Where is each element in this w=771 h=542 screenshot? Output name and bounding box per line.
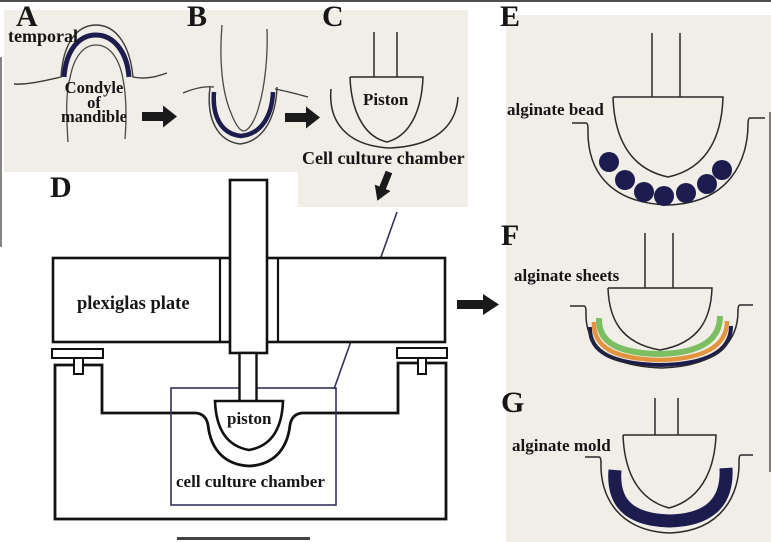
right-surface-line: [274, 88, 309, 98]
arrow-right-icon: [285, 106, 320, 129]
chamber-label-c: Cell culture chamber: [302, 148, 465, 168]
piston-label-d: piston: [227, 409, 272, 428]
panel-b-drawing: [182, 24, 309, 145]
piston-shaft-lines: [373, 32, 398, 77]
condyle-outline: [220, 24, 268, 132]
alginate-bead: [712, 160, 732, 180]
panel-letter-g: G: [501, 386, 525, 419]
arrow-right-icon: [142, 105, 177, 128]
alginate-bead-label: alginate bead: [507, 100, 604, 119]
left-clamp-pin: [73, 357, 84, 375]
top-border-artifact: [0, 0, 771, 2]
piston-label-c: Piston: [363, 90, 409, 109]
alginate-sheet-orange: [591, 320, 730, 363]
piston-shaft-lines: [654, 398, 679, 435]
condyle-outline: [66, 44, 127, 143]
panel-letter-d: D: [50, 171, 72, 204]
right-clamp-bar: [396, 347, 448, 359]
left-border-artifact: [0, 57, 2, 247]
panel-a-drawing: [13, 24, 168, 143]
panel-f-drawing: [570, 233, 753, 369]
right-clamp-pin: [417, 357, 427, 375]
base-container-outline: [53, 361, 448, 521]
alginate-bead: [615, 170, 635, 190]
piston-dome: [349, 76, 424, 143]
condyle-label-line3: mandible: [60, 107, 128, 126]
alginate-sheet-navy: [587, 325, 733, 368]
plate-slot-lines: [218, 258, 280, 342]
alginate-mold-band: [608, 467, 733, 528]
piston-shaft-lines: [644, 233, 674, 288]
condyle-label: Condyle of mandible: [56, 78, 132, 126]
condyle-label-line2: of: [87, 92, 101, 112]
left-surface-line: [182, 86, 215, 94]
piston-dome: [612, 96, 724, 178]
piston-dome: [213, 399, 285, 452]
main-shaft: [228, 178, 269, 355]
alginate-bead: [676, 183, 696, 203]
cartilage-band: [211, 91, 276, 139]
alginate-mold-label: alginate mold: [512, 436, 611, 455]
panel-letter-c: C: [322, 0, 344, 33]
condyle-label-line1: Condyle: [64, 78, 124, 97]
alginate-bead: [697, 174, 717, 194]
piston-shaft-lines: [651, 33, 681, 97]
arrow-shape: [374, 170, 393, 201]
chamber-bowl: [329, 88, 459, 149]
plexiglas-plate-label: plexiglas plate: [77, 294, 190, 314]
panel-letter-f: F: [501, 219, 520, 252]
alginate-sheets-label: alginate sheets: [514, 266, 620, 285]
alginate-bead: [654, 186, 674, 206]
temporal-bone-outline: [13, 24, 168, 85]
panel-c-drawing: [329, 32, 459, 149]
panel-e-drawing: [572, 33, 765, 206]
temporal-label: temporal: [8, 26, 78, 46]
alginate-sheet-green: [595, 315, 723, 358]
right-border-artifact: [769, 112, 771, 472]
socket-outline: [208, 86, 278, 145]
left-clamp-bar: [51, 348, 104, 359]
panel-d-drawing: [51, 178, 448, 521]
cartilage-band: [61, 32, 132, 78]
piston-dome: [607, 287, 713, 351]
panel-letter-e: E: [500, 0, 521, 33]
panel-efg-background: [506, 15, 771, 542]
piston-dome: [622, 434, 717, 509]
chamber-label-d: cell culture chamber: [176, 472, 325, 491]
panel-letter-b: B: [187, 0, 208, 33]
arrow-down-left-icon: [374, 170, 393, 201]
chamber-bowl: [570, 304, 753, 369]
bottom-border-artifact: [177, 537, 310, 540]
alginate-bead: [599, 152, 619, 172]
panel-letter-a: A: [16, 0, 38, 33]
piston-rod: [238, 351, 258, 405]
arrow-right-icon: [457, 294, 499, 315]
panel-c-background: [298, 10, 468, 207]
alginate-bead: [634, 182, 654, 202]
panel-g-drawing: [585, 398, 753, 534]
chamber-bowl: [585, 454, 753, 534]
